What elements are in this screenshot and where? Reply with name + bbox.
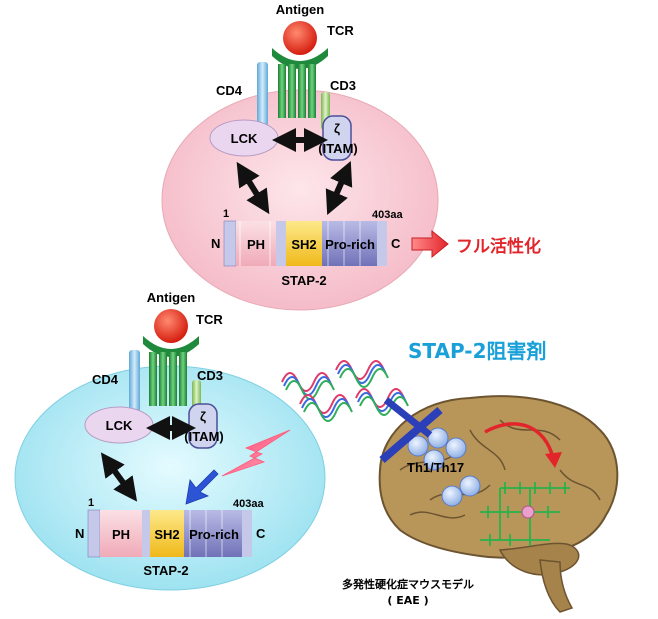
top-result-label: フル活性化 bbox=[456, 236, 541, 257]
top-c-term: C bbox=[391, 236, 401, 251]
top-antigen-ball bbox=[283, 21, 317, 55]
bottom-antigen-ball bbox=[154, 309, 188, 343]
top-residue-end: 403aa bbox=[372, 209, 403, 221]
bottom-tcr-label: TCR bbox=[196, 312, 223, 327]
bottom-tcr bbox=[143, 336, 199, 406]
bottom-cd3-label: CD3 bbox=[197, 368, 223, 383]
bottom-domain-ph: PH bbox=[112, 527, 130, 542]
bottom-n-term: N bbox=[75, 526, 84, 541]
top-tcr-label: TCR bbox=[327, 23, 354, 38]
top-tcr bbox=[272, 48, 328, 118]
disease-abbrev: ( EAE ) bbox=[387, 594, 428, 607]
bottom-itam-label: (ITAM) bbox=[184, 429, 223, 444]
bottom-domain-sh2: SH2 bbox=[154, 527, 179, 542]
top-cd4-label: CD4 bbox=[216, 83, 243, 98]
bottom-panel: Antigen TCR CD4 CD3 LCK ζ (ITAM) N C 1 4… bbox=[14, 290, 619, 613]
inhibitor-label: STAP-2阻害剤 bbox=[408, 339, 547, 363]
top-residue-start: 1 bbox=[223, 208, 229, 220]
bottom-domain-prorich: Pro-rich bbox=[189, 527, 239, 542]
top-cd4-receptor bbox=[257, 62, 268, 132]
bottom-residue-start: 1 bbox=[88, 497, 94, 509]
bottom-antigen-label: Antigen bbox=[147, 290, 195, 305]
brain-illustration bbox=[378, 395, 619, 613]
bottom-arrow-lck-stap2 bbox=[100, 452, 138, 502]
top-stap2-protein bbox=[223, 220, 387, 267]
bottom-stap2-protein bbox=[87, 509, 252, 558]
bottom-cd4-label: CD4 bbox=[92, 372, 119, 387]
top-n-term: N bbox=[211, 236, 220, 251]
top-arrow-zeta-stap2 bbox=[325, 161, 353, 215]
inhibitor-block-bar bbox=[379, 397, 443, 464]
bottom-inhibition-bolt bbox=[221, 429, 291, 477]
top-activation-arrow bbox=[411, 229, 449, 259]
bottom-protein-name: STAP-2 bbox=[143, 563, 188, 578]
top-zeta-label: ζ bbox=[334, 121, 340, 136]
top-protein-name: STAP-2 bbox=[281, 273, 326, 288]
top-cd3-label: CD3 bbox=[330, 78, 356, 93]
top-antigen-label: Antigen bbox=[276, 2, 324, 17]
top-domain-sh2: SH2 bbox=[291, 237, 316, 252]
bottom-residue-end: 403aa bbox=[233, 498, 264, 510]
top-panel: Antigen TCR CD4 CD3 LCK ζ (ITAM) N bbox=[161, 2, 541, 311]
top-itam-label: (ITAM) bbox=[318, 141, 357, 156]
top-domain-ph: PH bbox=[247, 237, 265, 252]
bottom-cd4-receptor bbox=[129, 350, 140, 420]
top-arrow-lck-stap2 bbox=[236, 161, 270, 215]
bottom-zeta-label: ζ bbox=[200, 409, 206, 424]
bottom-blue-arrow bbox=[185, 469, 219, 505]
bottom-lck-label: LCK bbox=[106, 418, 133, 433]
bottom-c-term: C bbox=[256, 526, 266, 541]
inhibitor-molecules bbox=[281, 360, 409, 422]
top-lck-label: LCK bbox=[231, 131, 258, 146]
disease-label: 多発性硬化症マウスモデル bbox=[342, 577, 474, 591]
top-domain-prorich: Pro-rich bbox=[325, 237, 375, 252]
th-label: Th1/Th17 bbox=[407, 460, 464, 475]
